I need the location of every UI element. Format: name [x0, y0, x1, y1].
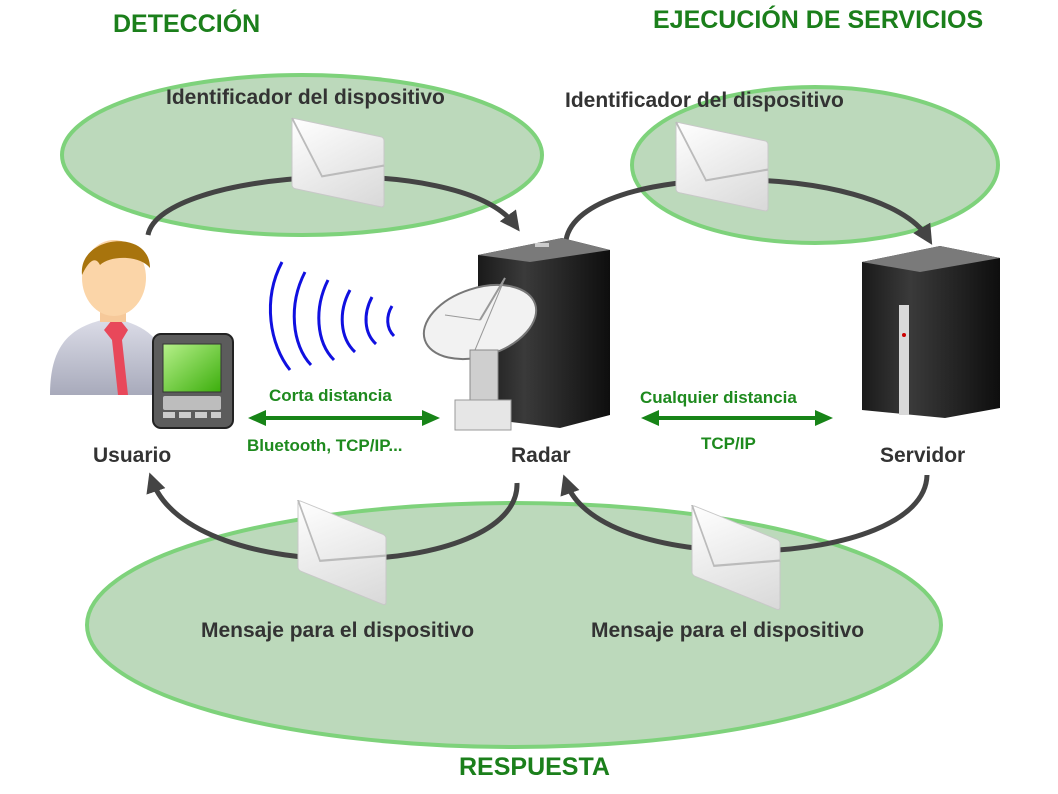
any-range-link-title: Cualquier distancia: [640, 388, 797, 407]
detection-phase-title: DETECCIÓN: [113, 10, 261, 38]
envelope-icon: [691, 504, 781, 611]
link-arrow-radar-server: [641, 410, 833, 426]
radar-dish-icon: [422, 277, 538, 431]
short-range-link-title: Corta distancia: [269, 386, 392, 405]
envelope-icon: [675, 121, 769, 212]
response-phase-title: RESPUESTA: [459, 753, 610, 781]
pda-device-icon: [152, 333, 234, 429]
desktop-tower-icon: [862, 246, 1000, 418]
detection-message-label: Identificador del dispositivo: [166, 86, 445, 109]
envelope-icon: [297, 499, 387, 606]
execution-message-label: Identificador del dispositivo: [565, 89, 844, 112]
user-node-label: Usuario: [93, 444, 172, 467]
wireless-signal-icon: [269, 261, 396, 371]
radar-node-label: Radar: [511, 444, 571, 467]
person-icon: [50, 240, 172, 395]
execution-phase-ellipse: [630, 85, 1000, 245]
response-message-label-user: Mensaje para el dispositivo: [201, 619, 475, 642]
envelope-icon: [291, 117, 385, 208]
server-node-label: Servidor: [880, 444, 966, 467]
short-range-link-protocol: Bluetooth, TCP/IP...: [247, 436, 403, 455]
response-message-label-radar: Mensaje para el dispositivo: [591, 619, 865, 642]
link-arrow-user-radar: [248, 410, 440, 426]
execution-phase-title: EJECUCIÓN DE SERVICIOS: [653, 6, 984, 34]
any-range-link-protocol: TCP/IP: [701, 434, 756, 453]
